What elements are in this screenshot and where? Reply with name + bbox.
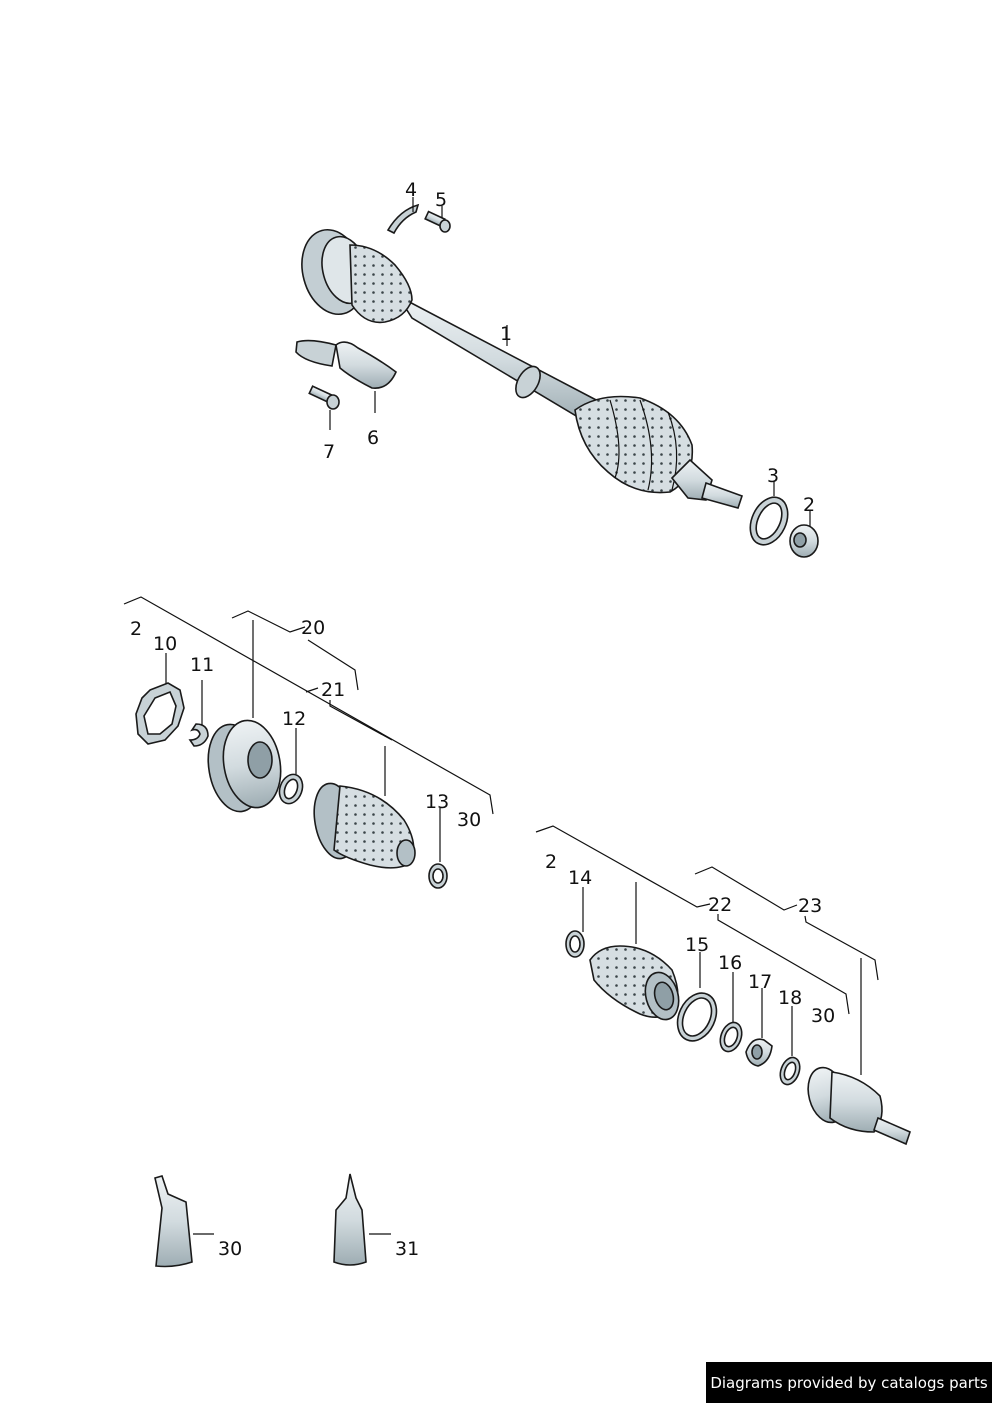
bracket-23-right bbox=[804, 915, 879, 981]
drive-shaft-assembly[interactable]: 1 bbox=[293, 223, 744, 509]
part-12-ring[interactable]: 12 bbox=[276, 708, 307, 807]
inner-cv-joint[interactable] bbox=[202, 620, 287, 816]
boot-fold-2 bbox=[639, 399, 653, 491]
part-13-clamp[interactable]: 13 bbox=[425, 791, 449, 889]
label-part-23: 23 bbox=[798, 895, 822, 917]
part-3-ring[interactable]: 3 bbox=[743, 465, 795, 551]
label-part-22: 22 bbox=[708, 894, 732, 916]
boot-fold-3 bbox=[667, 411, 678, 491]
bracket-23 bbox=[694, 866, 798, 911]
label-part-12: 12 bbox=[282, 708, 306, 730]
part-31-sealant-bottle[interactable]: 31 bbox=[333, 1173, 419, 1266]
label-part-15: 15 bbox=[685, 934, 709, 956]
bracket-21 bbox=[305, 687, 319, 693]
label-part-5: 5 bbox=[435, 189, 447, 211]
bracket-2-outer bbox=[535, 825, 711, 908]
bracket-20 bbox=[231, 610, 306, 633]
label-part-2-top: 2 bbox=[803, 494, 815, 516]
part-5-bolt[interactable]: 5 bbox=[424, 189, 451, 233]
label-part-2-outer: 2 bbox=[545, 851, 557, 873]
label-part-17: 17 bbox=[748, 971, 772, 993]
label-part-20: 20 bbox=[301, 617, 325, 639]
part-17-spacer[interactable]: 17 bbox=[745, 971, 773, 1067]
shaft-tube bbox=[395, 293, 602, 425]
label-part-21: 21 bbox=[321, 679, 345, 701]
label-part-30-tube: 30 bbox=[218, 1238, 242, 1260]
label-part-30-inner: 30 bbox=[457, 809, 481, 831]
stub-axle bbox=[701, 481, 744, 509]
part-11-circlip[interactable]: 11 bbox=[188, 654, 214, 747]
label-part-14: 14 bbox=[568, 867, 592, 889]
part-4-circlip[interactable]: 4 bbox=[386, 179, 420, 235]
label-part-7: 7 bbox=[323, 441, 335, 463]
label-part-30-outer: 30 bbox=[811, 1005, 835, 1027]
part-15-clamp[interactable]: 15 bbox=[670, 934, 724, 1047]
credit-banner: Diagrams provided by catalogs parts bbox=[706, 1362, 992, 1403]
label-part-4: 4 bbox=[405, 179, 417, 201]
label-part-13: 13 bbox=[425, 791, 449, 813]
label-part-11: 11 bbox=[190, 654, 214, 676]
outer-joint-kit-group: 2 22 23 30 bbox=[535, 825, 879, 1027]
outer-boot[interactable] bbox=[589, 882, 684, 1023]
part-16-ring[interactable]: 16 bbox=[716, 952, 745, 1055]
bracket-2-inner bbox=[123, 596, 494, 815]
inner-joint-kit-group: 2 20 21 bbox=[123, 596, 494, 815]
bracket-20-right bbox=[307, 639, 359, 691]
part-6-heat-shield[interactable]: 6 bbox=[295, 339, 397, 449]
label-part-16: 16 bbox=[718, 952, 742, 974]
label-part-10: 10 bbox=[153, 633, 177, 655]
part-10-gasket[interactable]: 10 bbox=[135, 633, 185, 745]
part-18-circlip[interactable]: 18 bbox=[777, 987, 803, 1087]
label-part-1: 1 bbox=[500, 323, 512, 345]
label-part-31: 31 bbox=[395, 1238, 419, 1260]
bracket-22-right bbox=[717, 914, 850, 1015]
bracket-21-right bbox=[329, 700, 393, 741]
label-part-3: 3 bbox=[767, 465, 779, 487]
part-14-clamp[interactable]: 14 bbox=[565, 867, 592, 958]
shaft-collar bbox=[515, 365, 541, 399]
label-part-6: 6 bbox=[367, 427, 379, 449]
label-part-18: 18 bbox=[778, 987, 802, 1009]
inner-joint-boot bbox=[349, 244, 413, 324]
boot-fold-1 bbox=[609, 399, 620, 479]
part-7-bolt[interactable]: 7 bbox=[308, 385, 340, 463]
part-2-nut[interactable]: 2 bbox=[789, 494, 819, 558]
part-30-grease-tube[interactable]: 30 bbox=[154, 1175, 242, 1268]
outer-cv-joint[interactable] bbox=[802, 958, 911, 1146]
inner-boot[interactable] bbox=[309, 746, 416, 869]
label-part-2-inner: 2 bbox=[130, 618, 142, 640]
